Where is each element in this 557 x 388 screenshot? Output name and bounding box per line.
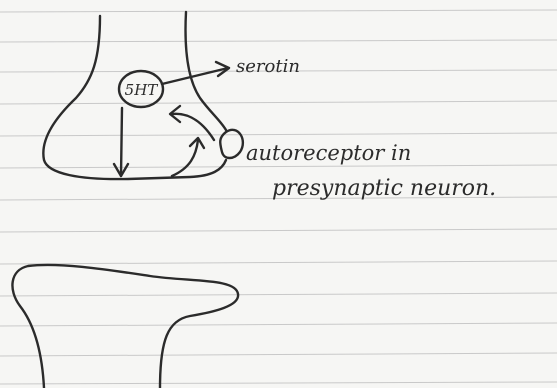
- autoreceptor: [220, 130, 243, 158]
- feedback-arrow-lower: [172, 140, 198, 176]
- autoreceptor-label-line1: autoreceptor in: [246, 141, 411, 165]
- 5ht-label: 5HT: [125, 81, 159, 99]
- release-arrow: [121, 108, 122, 176]
- autoreceptor-label-line2: presynaptic neuron.: [272, 176, 496, 201]
- serotin-label: serotin: [236, 56, 300, 77]
- postsynaptic-neuron-outline: [12, 265, 238, 388]
- feedback-arrow-upper: [172, 114, 214, 140]
